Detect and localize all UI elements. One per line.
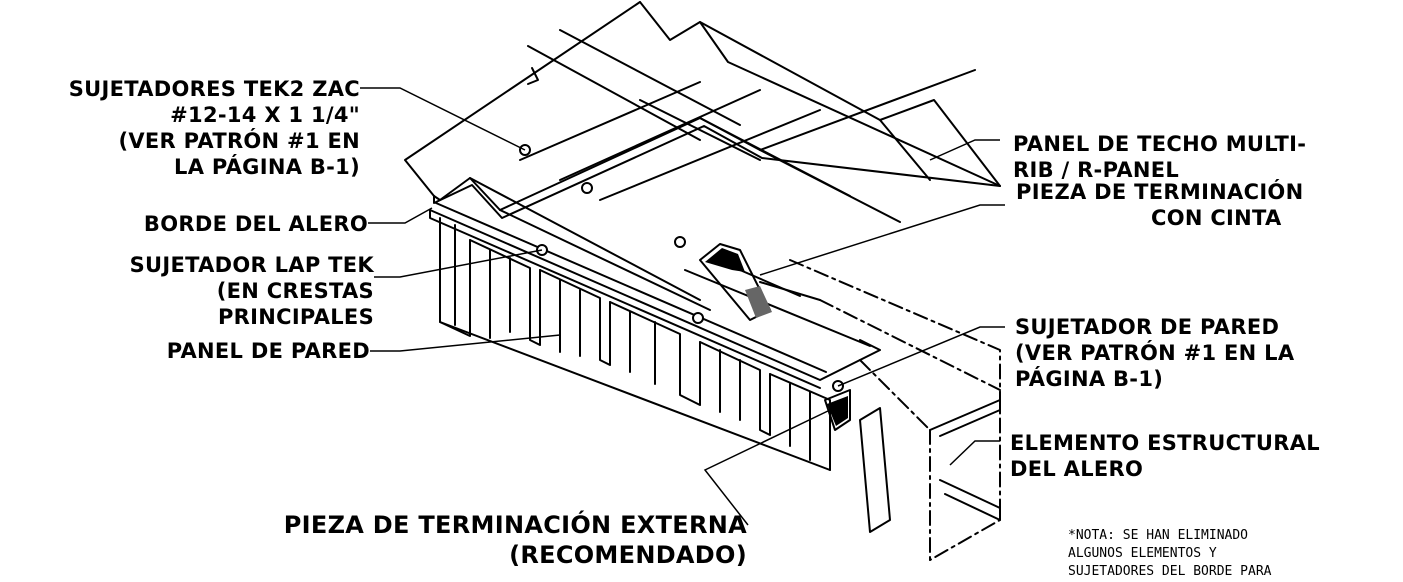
label-lap-tek: SUJETADOR LAP TEK (EN CRESTAS PRINCIPALE… <box>130 252 374 330</box>
label-tek2-fasteners: SUJETADORES TEK2 ZAC #12-14 X 1 1/4" (VE… <box>69 76 360 180</box>
label-line: RIB / R-PANEL <box>1013 158 1180 182</box>
fastener-icon <box>674 236 686 248</box>
outside-closure-hatch <box>827 396 848 426</box>
label-wall-panel: PANEL DE PARED <box>167 338 370 364</box>
label-line: LA PÁGINA B-1) <box>174 155 360 179</box>
eave-edge-trim <box>429 202 881 389</box>
fastener-icon <box>692 312 704 324</box>
label-line: #12-14 X 1 1/4" <box>170 103 360 127</box>
label-line: PANEL DE PARED <box>166 339 370 363</box>
note-line: ALGUNOS ELEMENTOS Y <box>1068 546 1217 561</box>
label-eave-edge: BORDE DEL ALERO <box>144 211 368 237</box>
label-line: (VER PATRÓN #1 EN <box>118 129 360 153</box>
tape-closure <box>699 243 821 321</box>
leader-lines <box>360 87 1005 526</box>
label-line: ELEMENTO ESTRUCTURAL <box>1010 431 1320 455</box>
label-line: SUJETADOR DE PARED <box>1015 315 1280 339</box>
tape-stipple <box>745 286 772 318</box>
label-line: (VER PATRÓN #1 EN LA <box>1015 341 1295 365</box>
label-line: SUJETADOR LAP TEK <box>129 253 374 277</box>
label-eave-strut: ELEMENTO ESTRUCTURAL DEL ALERO <box>1010 430 1320 482</box>
label-line: (RECOMENDADO) <box>509 541 747 569</box>
eave-strut <box>789 259 1001 561</box>
label-line: (EN CRESTAS <box>216 279 374 303</box>
label-outside-closure: PIEZA DE TERMINACIÓN EXTERNA (RECOMENDAD… <box>284 510 747 570</box>
label-line: PIEZA DE TERMINACIÓN <box>1016 180 1304 204</box>
label-line: PRINCIPALES <box>217 305 374 329</box>
label-line: DEL ALERO <box>1010 457 1144 481</box>
note-line: *NOTA: SE HAN ELIMINADO <box>1068 528 1249 543</box>
fastener-icon <box>581 182 593 194</box>
label-line: SUJETADORES TEK2 ZAC <box>68 77 360 101</box>
eave-strut-flanges <box>859 399 1001 533</box>
label-tape-closure: PIEZA DE TERMINACIÓN CON CINTA <box>1016 179 1303 231</box>
label-roof-panel: PANEL DE TECHO MULTI- RIB / R-PANEL <box>1013 131 1306 183</box>
label-wall-fastener: SUJETADOR DE PARED (VER PATRÓN #1 EN LA … <box>1015 314 1294 392</box>
label-line: BORDE DEL ALERO <box>143 212 368 236</box>
closure-hatch <box>705 248 745 272</box>
label-line: CON CINTA <box>1151 206 1282 230</box>
note: *NOTA: SE HAN ELIMINADO ALGUNOS ELEMENTO… <box>1068 527 1272 581</box>
label-line: PIEZA DE TERMINACIÓN EXTERNA <box>283 511 747 539</box>
note-line: SUJETADORES DEL BORDE PARA <box>1068 564 1272 579</box>
outside-closure <box>824 389 851 431</box>
label-line: PANEL DE TECHO MULTI- <box>1013 132 1307 156</box>
wall-panel <box>439 217 831 471</box>
roof-panel <box>404 1 1001 311</box>
label-line: PÁGINA B-1) <box>1015 367 1164 391</box>
